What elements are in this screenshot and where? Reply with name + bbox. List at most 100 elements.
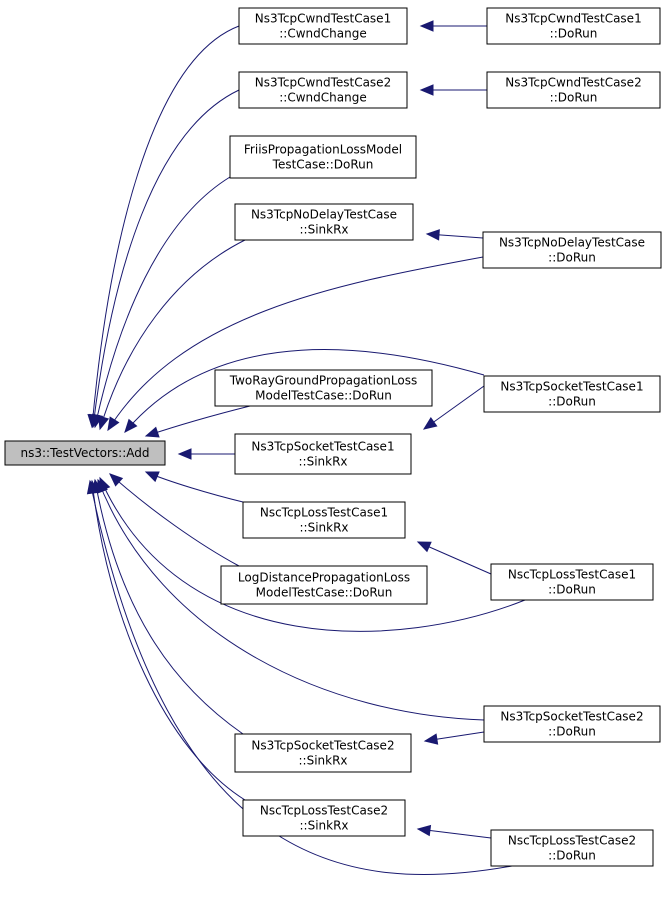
node-box <box>490 563 654 601</box>
arrowhead-nsc1_run-to-nsc1_sink <box>416 541 432 553</box>
graph-nodes: ns3::TestVectors::Add Ns3TcpCwndTestCase1… <box>4 7 662 867</box>
edge-sock1_run-to-root <box>124 349 485 433</box>
node-label-line: Ns3TcpSocketTestCase2 <box>251 739 394 753</box>
node-label-line: Ns3TcpNoDelayTestCase <box>251 208 397 222</box>
node-label-line: ModelTestCase::DoRun <box>256 586 393 600</box>
node-nodelay_run[interactable]: Ns3TcpNoDelayTestCase::DoRun <box>482 231 662 269</box>
node-label-line: TestCase::DoRun <box>272 158 374 172</box>
node-nsc2_sink[interactable]: NscTcpLossTestCase2::SinkRx <box>242 799 406 837</box>
edge-nodelay_sink-to-root <box>99 239 246 430</box>
node-box <box>234 433 412 475</box>
node-label-line: Ns3TcpCwndTestCase1 <box>255 12 391 26</box>
node-nsc1_run[interactable]: NscTcpLossTestCase1::DoRun <box>490 563 654 601</box>
node-label-line: ::DoRun <box>550 91 598 105</box>
edge-nodelay_run-to-root <box>107 256 484 431</box>
node-box <box>214 369 433 407</box>
node-sock2_run[interactable]: Ns3TcpSocketTestCase2::DoRun <box>483 705 661 743</box>
node-box <box>483 705 661 743</box>
arrowhead-cwnd2_run-to-cwnd2_cwnd <box>419 84 434 96</box>
node-label-line: ::DoRun <box>548 251 596 265</box>
edge-logdist_run-to-root <box>109 473 240 567</box>
node-box <box>242 501 406 539</box>
node-sock2_sink[interactable]: Ns3TcpSocketTestCase2::SinkRx <box>234 733 412 773</box>
node-nodelay_sink[interactable]: Ns3TcpNoDelayTestCase::SinkRx <box>234 203 414 241</box>
node-box <box>483 375 661 413</box>
edge-nsc2_sink-to-root <box>91 480 246 801</box>
node-label-line: NscTcpLossTestCase2 <box>260 804 388 818</box>
node-nsc1_sink[interactable]: NscTcpLossTestCase1::SinkRx <box>242 501 406 539</box>
node-box <box>234 733 412 773</box>
node-cwnd2_cwnd[interactable]: Ns3TcpCwndTestCase2::CwndChange <box>238 71 408 109</box>
edge-tworay_run-to-root <box>145 405 251 437</box>
node-label-line: Ns3TcpCwndTestCase2 <box>255 76 391 90</box>
node-label-line: ::SinkRx <box>299 819 348 833</box>
node-sock1_sink[interactable]: Ns3TcpSocketTestCase1::SinkRx <box>234 433 412 475</box>
arrowhead-logdist_run-to-root <box>109 473 124 487</box>
node-label-line: ::SinkRx <box>298 455 347 469</box>
arrowhead-nodelay_sink-to-root <box>98 415 110 431</box>
node-label-line: Ns3TcpNoDelayTestCase <box>499 236 645 250</box>
edge-nsc1_sink-to-root <box>145 471 244 503</box>
node-label-line: Ns3TcpCwndTestCase1 <box>505 12 641 26</box>
node-box <box>234 203 414 241</box>
node-label-line: NscTcpLossTestCase1 <box>260 506 388 520</box>
arrowhead-sock1_sink-to-root <box>177 448 192 460</box>
arrowhead-nsc2_run-to-root <box>86 479 99 495</box>
arrowhead-nsc1_sink-to-root <box>144 471 160 483</box>
node-label-line: ::DoRun <box>548 583 596 597</box>
edge-friis_run-to-root <box>94 176 231 428</box>
node-logdist_run[interactable]: LogDistancePropagationLossModelTestCase:… <box>220 565 428 605</box>
node-label-line: ::CwndChange <box>279 91 366 105</box>
node-box <box>486 7 661 45</box>
edge-sock2_run-to-root <box>97 479 485 721</box>
edge-sock2_sink-to-root <box>94 479 244 735</box>
graph-edges <box>86 20 526 876</box>
node-label-line: ::DoRun <box>550 27 598 41</box>
arrowhead-nsc2_run-to-nsc2_sink <box>416 824 432 837</box>
arrowhead-tworay_run-to-root <box>144 426 160 438</box>
node-label-line: ::DoRun <box>548 725 596 739</box>
node-label-line: TwoRayGroundPropagationLoss <box>229 374 417 388</box>
node-label-line: LogDistancePropagationLoss <box>238 571 410 585</box>
node-box <box>486 71 661 109</box>
node-box <box>238 71 408 109</box>
node-label-line: ::SinkRx <box>298 754 347 768</box>
root-node[interactable]: ns3::TestVectors::Add <box>4 440 166 466</box>
edge-cwnd2_cwnd-to-root <box>92 89 240 428</box>
node-label-line: Ns3TcpCwndTestCase2 <box>505 76 641 90</box>
node-label-line: ::DoRun <box>548 849 596 863</box>
node-label-line: ::DoRun <box>548 395 596 409</box>
node-label-line: ModelTestCase::DoRun <box>255 389 392 403</box>
node-tworay_run[interactable]: TwoRayGroundPropagationLossModelTestCase… <box>214 369 433 407</box>
arrowhead-nodelay_run-to-root <box>107 416 120 432</box>
node-box <box>229 135 417 179</box>
node-sock1_run[interactable]: Ns3TcpSocketTestCase1::DoRun <box>483 375 661 413</box>
node-cwnd1_run[interactable]: Ns3TcpCwndTestCase1::DoRun <box>486 7 661 45</box>
node-cwnd2_run[interactable]: Ns3TcpCwndTestCase2::DoRun <box>486 71 661 109</box>
edge-nsc1_run-to-nsc1_sink <box>417 541 492 575</box>
node-box <box>4 440 166 466</box>
node-label-line: ::SinkRx <box>299 223 348 237</box>
node-box <box>490 829 654 867</box>
node-label-line: FriisPropagationLossModel <box>244 143 402 157</box>
arrowhead-cwnd1_run-to-cwnd1_cwnd <box>419 20 434 32</box>
node-box <box>242 799 406 837</box>
node-label-line: NscTcpLossTestCase2 <box>508 834 636 848</box>
edge-nsc1_run-to-root <box>99 477 526 632</box>
node-label-line: NscTcpLossTestCase1 <box>508 568 636 582</box>
node-box <box>238 7 408 45</box>
arrowhead-sock1_run-to-sock1_sink <box>422 417 438 430</box>
node-nsc2_run[interactable]: NscTcpLossTestCase2::DoRun <box>490 829 654 867</box>
node-label-line: ::SinkRx <box>299 521 348 535</box>
node-box <box>482 231 662 269</box>
node-box <box>220 565 428 605</box>
arrowhead-sock2_run-to-sock2_sink <box>423 733 439 745</box>
node-label-line: ns3::TestVectors::Add <box>20 446 149 460</box>
node-label-line: ::CwndChange <box>279 27 366 41</box>
node-label-line: Ns3TcpSocketTestCase1 <box>251 440 394 454</box>
node-label-line: Ns3TcpSocketTestCase2 <box>500 710 643 724</box>
node-cwnd1_cwnd[interactable]: Ns3TcpCwndTestCase1::CwndChange <box>238 7 408 45</box>
node-label-line: Ns3TcpSocketTestCase1 <box>500 380 643 394</box>
